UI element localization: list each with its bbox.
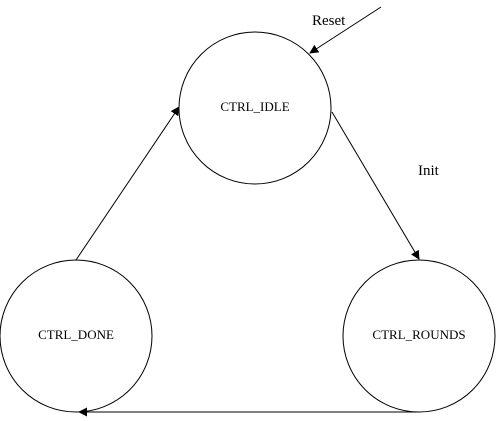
state-ctrl-done: CTRL_DONE: [0, 259, 153, 413]
state-ctrl-idle-label: CTRL_IDLE: [220, 99, 289, 114]
state-ctrl-rounds-label: CTRL_ROUNDS: [372, 327, 465, 342]
transition-idle-to-rounds-arrow: [331, 111, 420, 260]
transition-done-to-idle-arrow: [75, 106, 180, 261]
transition-reset-arrow: [309, 6, 382, 54]
transition-reset-label: Reset: [312, 13, 346, 29]
state-ctrl-rounds: CTRL_ROUNDS: [342, 259, 496, 413]
state-ctrl-done-label: CTRL_DONE: [38, 327, 114, 342]
transition-init-label: Init: [418, 163, 440, 179]
state-ctrl-idle: CTRL_IDLE: [178, 31, 332, 185]
